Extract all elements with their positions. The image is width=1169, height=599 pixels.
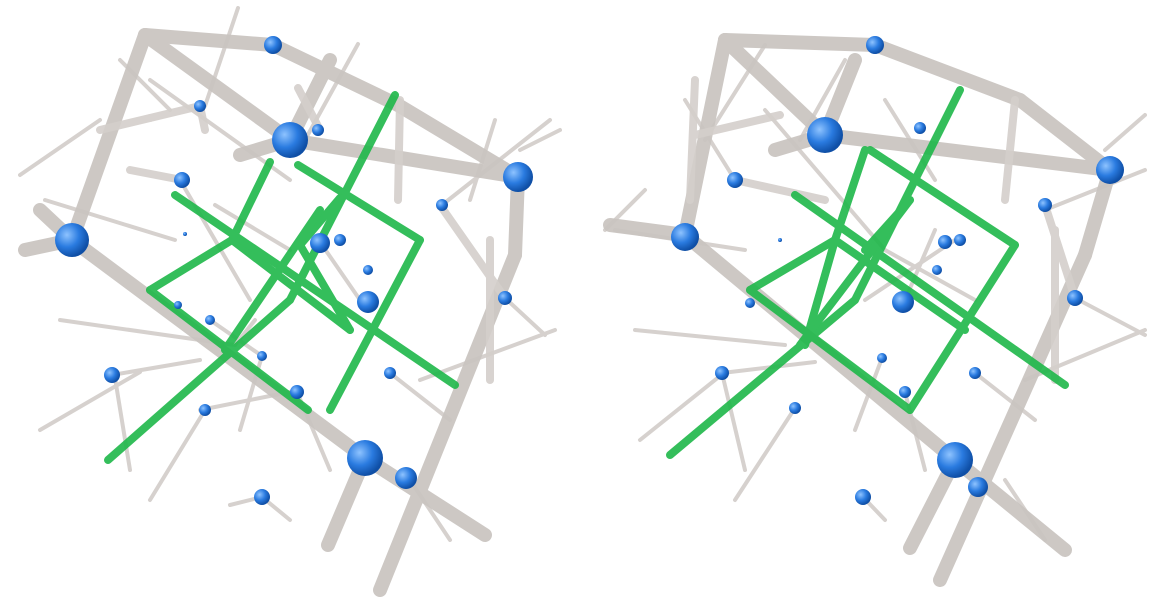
node xyxy=(395,467,417,489)
node xyxy=(1096,156,1124,184)
node xyxy=(290,385,304,399)
green-rods xyxy=(666,86,1069,459)
node xyxy=(866,36,884,54)
node xyxy=(55,223,89,257)
node xyxy=(357,291,379,313)
node xyxy=(104,367,120,383)
node xyxy=(1067,290,1083,306)
node xyxy=(892,291,914,313)
node xyxy=(498,291,512,305)
green-rods xyxy=(104,91,459,464)
nodes xyxy=(671,36,1124,505)
node xyxy=(778,238,782,242)
node xyxy=(855,489,871,505)
node xyxy=(807,117,843,153)
node xyxy=(914,122,926,134)
node xyxy=(727,172,743,188)
node xyxy=(789,402,801,414)
node xyxy=(310,233,330,253)
node xyxy=(938,235,952,249)
node xyxy=(194,100,206,112)
frame-rods-mid xyxy=(686,76,1079,384)
lattice-render-left xyxy=(0,0,584,599)
lattice-svg-right xyxy=(603,33,1147,587)
node xyxy=(272,122,308,158)
node xyxy=(254,489,270,505)
lattice-svg-left xyxy=(18,6,562,597)
node xyxy=(199,404,211,416)
node xyxy=(384,367,396,379)
node xyxy=(503,162,533,192)
node xyxy=(745,298,755,308)
node xyxy=(312,124,324,136)
node xyxy=(932,265,942,275)
node xyxy=(899,386,911,398)
node xyxy=(257,351,267,361)
nodes xyxy=(55,36,533,505)
node xyxy=(183,232,187,236)
node xyxy=(715,366,729,380)
node xyxy=(954,234,966,246)
node xyxy=(264,36,282,54)
node xyxy=(174,301,182,309)
node xyxy=(968,477,988,497)
frame-rods-mid xyxy=(96,84,509,384)
node xyxy=(205,315,215,325)
lattice-render-right xyxy=(585,0,1169,599)
node xyxy=(937,442,973,478)
node xyxy=(877,353,887,363)
node xyxy=(671,223,699,251)
node xyxy=(436,199,448,211)
node xyxy=(334,234,346,246)
node xyxy=(969,367,981,379)
node xyxy=(363,265,373,275)
node xyxy=(174,172,190,188)
node xyxy=(347,440,383,476)
node xyxy=(1038,198,1052,212)
